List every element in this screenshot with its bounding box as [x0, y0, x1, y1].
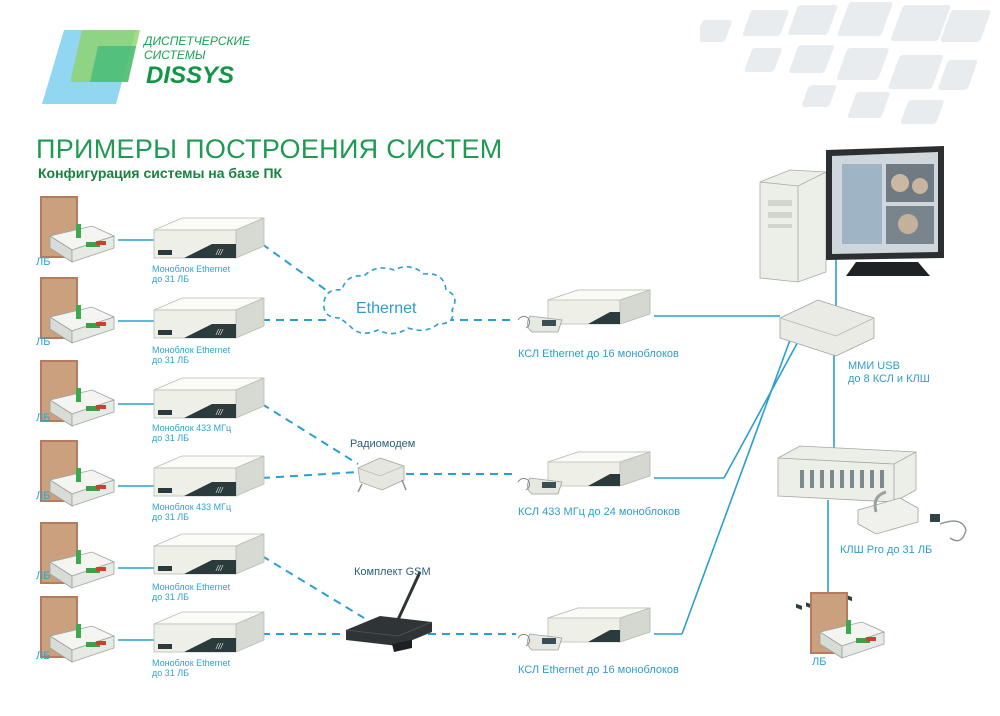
dissys-logo: ДИСПЕТЧЕРСКИЕ СИСТЕМЫ DISSYS: [36, 24, 276, 114]
page-subtitle: Конфигурация системы на базе ПК: [38, 165, 283, 181]
monoblock-label-5: Моноблок Ethernet до 31 ЛБ: [152, 582, 230, 602]
mmi-usb-label: ММИ USB до 8 КСЛ и КЛШ: [848, 360, 930, 386]
monoblock-label-5-line2: до 31 ЛБ: [152, 592, 190, 602]
monoblock-label-4-line2: до 31 ЛБ: [152, 512, 190, 522]
klsh-pro-label: КЛШ Pro до 31 ЛБ: [840, 544, 933, 556]
mmi-usb-label-line1: ММИ USB: [848, 360, 900, 372]
monoblock-label-3-line2: до 31 ЛБ: [152, 433, 190, 443]
page-title: ПРИМЕРЫ ПОСТРОЕНИЯ СИСТЕМ: [36, 134, 503, 164]
ksl-label-1: КСЛ Ethernet до 16 моноблоков: [518, 348, 679, 360]
monoblock-label-1: Моноблок Ethernet до 31 ЛБ: [152, 264, 230, 284]
gsm-kit-label: Комплект GSM: [354, 566, 431, 578]
lb-label-right: ЛБ: [812, 656, 827, 668]
monoblock-label-6: Моноблок Ethernet до 31 ЛБ: [152, 658, 230, 678]
monoblock-label-3-line1: Моноблок 433 МГц: [152, 423, 232, 433]
radiomodem-label: Радиомодем: [350, 438, 416, 450]
monoblock-label-2: Моноблок Ethernet до 31 ЛБ: [152, 345, 230, 365]
monoblock-label-5-line1: Моноблок Ethernet: [152, 582, 231, 592]
monoblock-label-3: Моноблок 433 МГц до 31 ЛБ: [152, 423, 231, 443]
monoblock-label-1-line2: до 31 ЛБ: [152, 274, 190, 284]
ksl-label-3: КСЛ Ethernet до 16 моноблоков: [518, 664, 679, 676]
mmi-usb-label-line2: до 8 КСЛ и КЛШ: [848, 373, 930, 385]
monoblock-label-6-line1: Моноблок Ethernet: [152, 658, 231, 668]
monoblock-label-4-line1: Моноблок 433 МГц: [152, 502, 232, 512]
lb-label-2: ЛБ: [36, 336, 51, 348]
logo-brand: DISSYS: [146, 62, 235, 89]
lb-label-3: ЛБ: [36, 412, 51, 424]
monoblock-label-2-line2: до 31 ЛБ: [152, 355, 190, 365]
ethernet-cloud-label: Ethernet: [356, 300, 417, 317]
logo-mark: [42, 30, 140, 104]
monoblock-label-6-line2: до 31 ЛБ: [152, 668, 190, 678]
logo-line-1: ДИСПЕТЧЕРСКИЕ: [144, 34, 251, 48]
monoblock-label-1-line1: Моноблок Ethernet: [152, 264, 231, 274]
lb-label-4: ЛБ: [36, 490, 51, 502]
ksl-label-2: КСЛ 433 МГц до 24 моноблоков: [518, 506, 681, 518]
background-pattern: [700, 2, 991, 124]
monoblock-label-2-line1: Моноблок Ethernet: [152, 345, 231, 355]
monoblock-label-4: Моноблок 433 МГц до 31 ЛБ: [152, 502, 231, 522]
lb-label-5: ЛБ: [36, 570, 51, 582]
logo-line-2: СИСТЕМЫ: [144, 48, 206, 62]
lb-label-1: ЛБ: [36, 256, 51, 268]
lb-label-6: ЛБ: [36, 650, 51, 662]
